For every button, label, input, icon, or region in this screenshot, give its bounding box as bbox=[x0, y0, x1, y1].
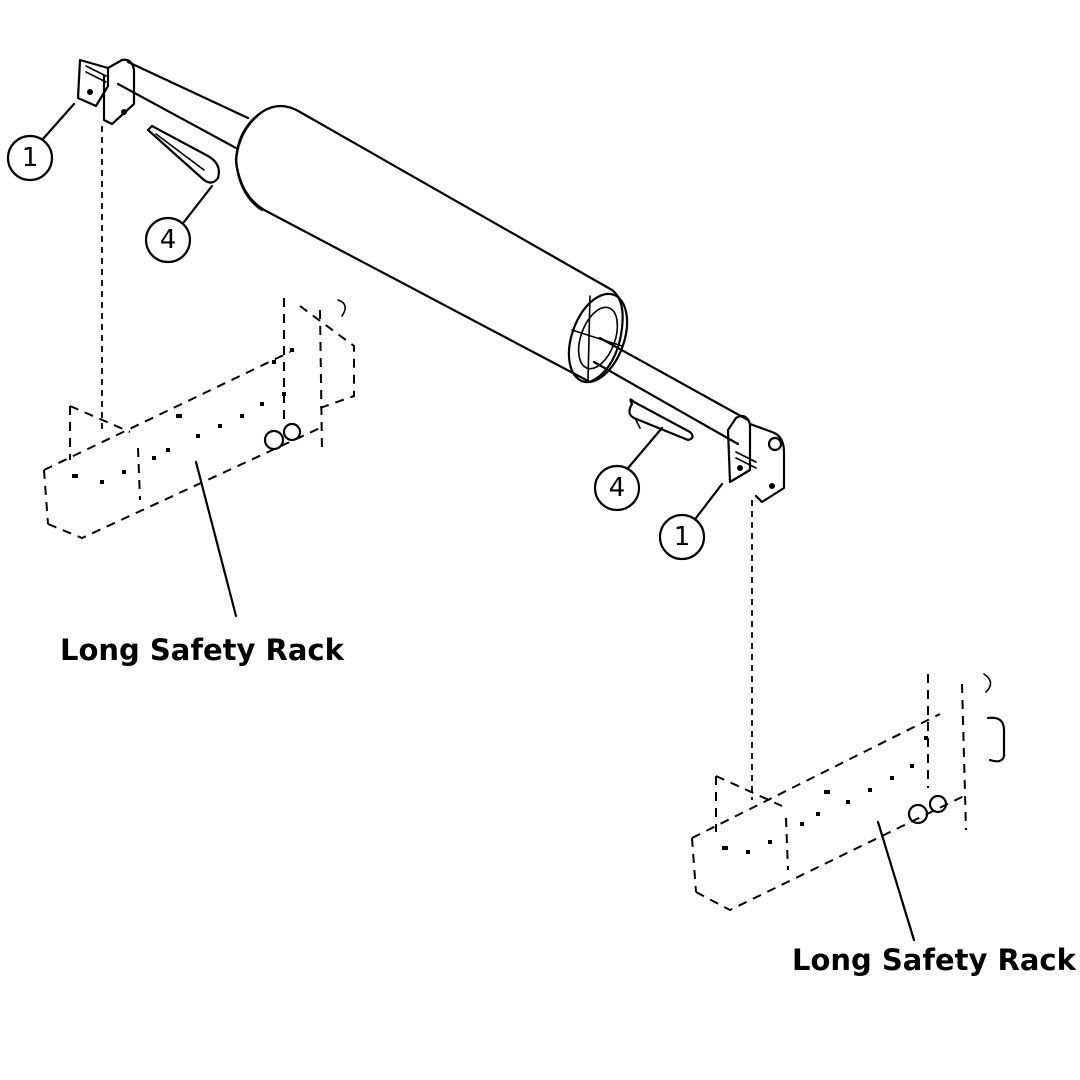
callout-number: 1 bbox=[674, 522, 691, 552]
callout-number: 1 bbox=[22, 143, 39, 173]
right-pin bbox=[628, 398, 694, 442]
right-safety-rack bbox=[691, 673, 1006, 912]
rack-knob bbox=[907, 803, 929, 825]
label-right-rack: Long Safety Rack bbox=[792, 943, 1077, 977]
roller-assembly bbox=[76, 58, 786, 800]
leader-line-4-left bbox=[182, 184, 214, 224]
roller-end-spoke bbox=[571, 329, 623, 347]
bar-bottom-edge-left bbox=[116, 82, 238, 150]
callout-4-right: 4 bbox=[593, 464, 641, 512]
roller-end-spoke bbox=[587, 295, 591, 381]
leader-line-4-right bbox=[626, 426, 664, 470]
bar-bottom-edge-right bbox=[592, 360, 740, 446]
rack-holes bbox=[722, 736, 928, 854]
left-bracket bbox=[76, 58, 136, 126]
roller-pad bbox=[234, 104, 624, 384]
rack-knob bbox=[263, 429, 285, 451]
callout-1-left: 1 bbox=[6, 134, 54, 182]
callout-number: 4 bbox=[160, 225, 177, 255]
label-left-rack: Long Safety Rack bbox=[60, 633, 345, 667]
roller-pad-left-rim bbox=[234, 110, 264, 212]
right-bracket bbox=[726, 414, 786, 504]
left-safety-rack bbox=[43, 298, 355, 540]
rack-holes bbox=[72, 348, 294, 484]
bar-top-edge-left bbox=[126, 60, 250, 120]
leader-line-1-right bbox=[694, 482, 724, 520]
callout-4-left: 4 bbox=[144, 216, 192, 264]
callout-number: 4 bbox=[609, 473, 626, 503]
leader-line-1-left bbox=[40, 102, 76, 142]
callout-1-right: 1 bbox=[658, 513, 706, 561]
leader-line-right-rack bbox=[876, 820, 916, 942]
left-pin bbox=[146, 124, 220, 184]
rack-handle bbox=[986, 716, 1006, 763]
leader-line-left-rack bbox=[194, 460, 238, 618]
roller-end-cap bbox=[567, 292, 629, 384]
bar-top-edge-right bbox=[598, 336, 750, 422]
